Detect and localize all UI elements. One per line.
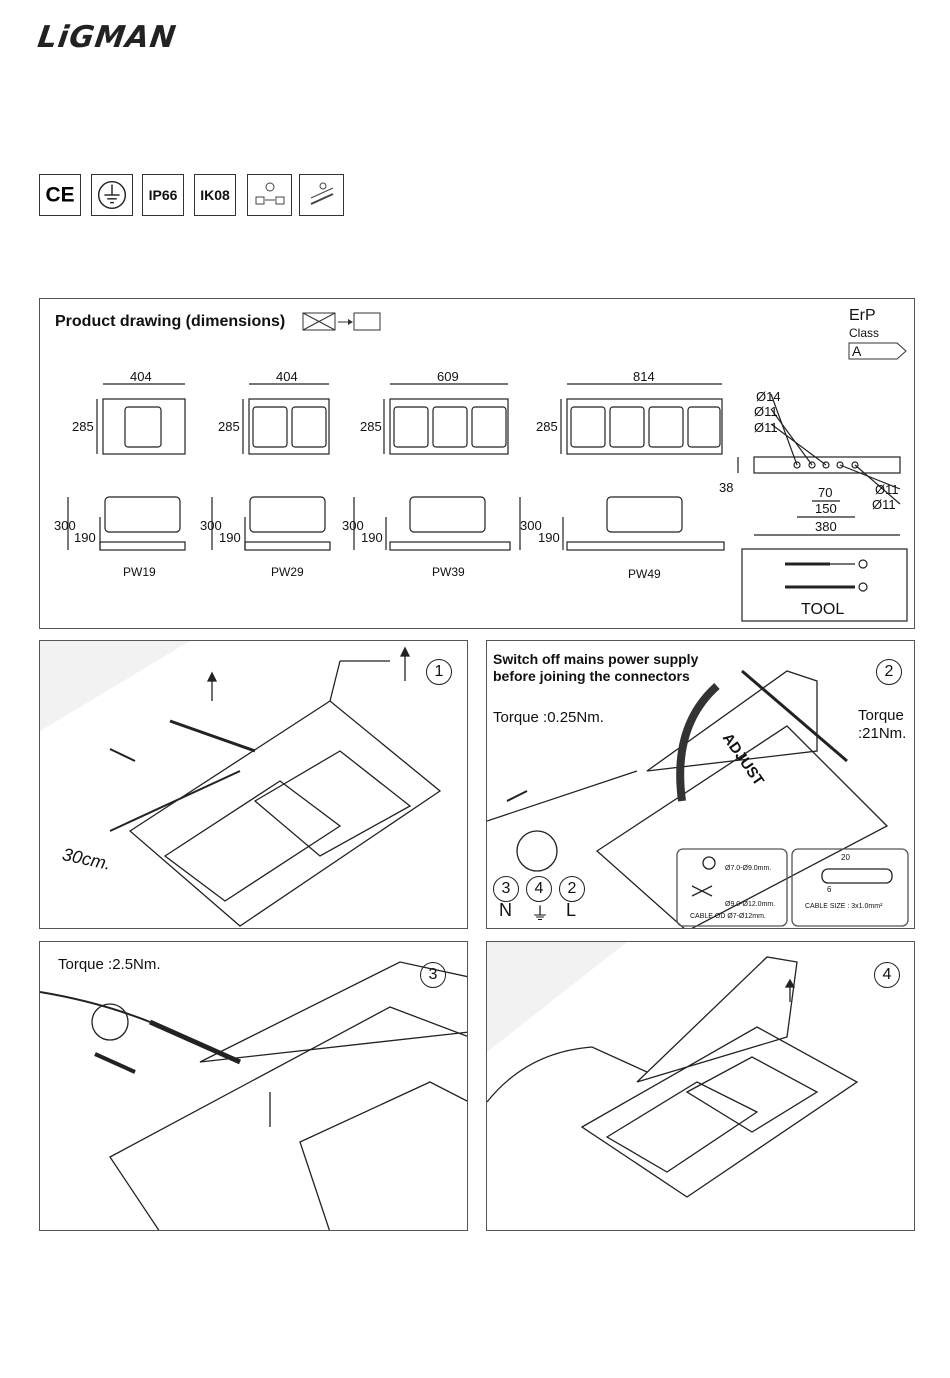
torque-small: Torque :0.25Nm. (493, 709, 604, 726)
strip-length-1: 20 (841, 853, 850, 862)
tool-label: TOOL (801, 601, 845, 618)
dim-height: 285 (72, 419, 94, 434)
warning-line-2: before joining the connectors (493, 668, 690, 684)
bracket-dim: 70 (818, 485, 833, 500)
erp-class-label: Class (849, 326, 880, 340)
dim-h1: 300 (54, 518, 76, 533)
ip-rating-icon: IP66 (142, 174, 184, 216)
bracket-dim: 150 (815, 501, 837, 516)
hole-dim: Ø11 (872, 497, 896, 512)
warning-line-1: Switch off mains power supply (493, 651, 699, 667)
ik-rating-icon: IK08 (194, 174, 236, 216)
torque-label: Torque :2.5Nm. (58, 956, 161, 973)
wire-label: N (499, 900, 512, 920)
bracket-dim: 38 (719, 480, 734, 495)
dim-h1: 300 (342, 518, 364, 533)
model-name: PW39 (432, 565, 465, 579)
cable-od: CABLE OD Ø7-Ø12mm. (690, 913, 766, 920)
dim-width: 609 (437, 369, 459, 384)
dim-height: 285 (536, 419, 558, 434)
hole-dim: Ø14 (756, 389, 781, 404)
dim-height: 285 (218, 419, 240, 434)
step-3-panel: Torque :2.5Nm. 3 (39, 941, 468, 1231)
ground-symbol-icon (91, 174, 133, 216)
ce-mark-icon: CE (39, 174, 81, 216)
dim-h2: 190 (538, 530, 560, 545)
torque-big-label: Torque (858, 707, 904, 724)
erp-class-value: A (852, 343, 862, 359)
hole-dim: Ø11 (754, 420, 778, 435)
cable-size: CABLE SIZE : 3x1.0mm² (805, 903, 883, 910)
strip-length-2: 6 (827, 885, 832, 894)
step-number: 2 (876, 659, 902, 685)
svg-text:CE: CE (45, 184, 74, 207)
wire-number: 3 (493, 876, 519, 902)
step-2-panel: Switch off mains power supply before joi… (486, 640, 915, 929)
step-2-illustration (487, 669, 909, 928)
dim-width: 404 (130, 369, 152, 384)
dim-h1: 300 (520, 518, 542, 533)
cable-range-1: Ø7.0-Ø9.0mm. (725, 865, 772, 872)
driver-icon (247, 174, 292, 216)
brand-logo: LiGMAN (35, 20, 179, 55)
drawing-title: Product drawing (dimensions) (55, 313, 286, 330)
wire-number: 4 (526, 876, 552, 902)
dim-h2: 190 (219, 530, 241, 545)
bracket-dim: 380 (815, 519, 837, 534)
model-name: PW49 (628, 567, 661, 581)
dim-h2: 190 (74, 530, 96, 545)
torque-big-value: :21Nm. (858, 725, 907, 742)
step-number: 1 (426, 659, 452, 685)
dim-h2: 190 (361, 530, 383, 545)
product-drawing-panel: Product drawing (dimensions) (39, 298, 915, 629)
step-4-panel: 4 (486, 941, 915, 1231)
wire-label: L (566, 900, 577, 920)
dim-h1: 300 (200, 518, 222, 533)
step-1-illustration (40, 641, 442, 927)
step-3-illustration (40, 961, 467, 1230)
step-number: 4 (874, 962, 900, 988)
hole-dim: Ø11 (875, 482, 899, 497)
model-name: PW19 (123, 565, 156, 579)
dimension-drawings (67, 312, 908, 622)
dim-width: 814 (633, 369, 655, 384)
dim-height: 285 (360, 419, 382, 434)
step-number: 3 (420, 962, 446, 988)
erp-label: ErP (849, 307, 876, 324)
step-4-illustration (487, 942, 859, 1198)
model-name: PW29 (271, 565, 304, 579)
wire-number: 2 (559, 876, 585, 902)
mounting-icon (299, 174, 344, 216)
step-1-panel: 1 30cm. (39, 640, 468, 929)
dim-width: 404 (276, 369, 298, 384)
cable-range-2: Ø9.0-Ø12.0mm. (725, 901, 776, 908)
wire-label: ⏚ (531, 904, 549, 924)
hole-dim: Ø11 (754, 404, 778, 419)
